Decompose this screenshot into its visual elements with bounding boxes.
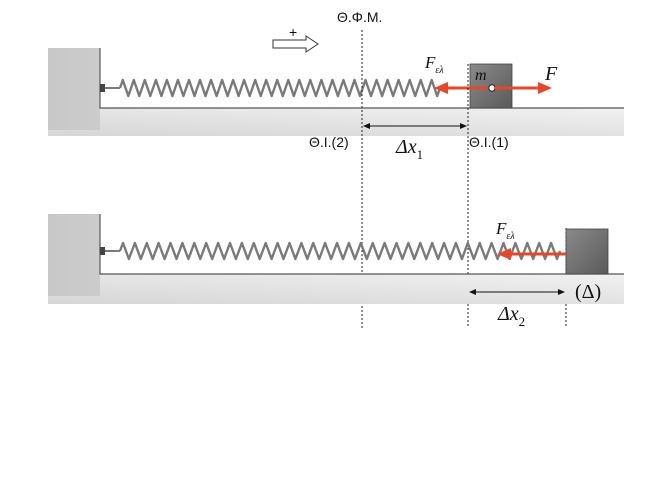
force-arrow-head xyxy=(538,82,552,94)
position-2-label: Θ.Ι.(2) xyxy=(309,134,349,150)
top-floor-surface xyxy=(48,108,624,136)
force-label: F xyxy=(544,63,558,85)
bottom-setup: Fελ xyxy=(48,214,624,304)
elastic-force-arrow-top-head xyxy=(434,82,448,94)
dx1-label: Δx1 xyxy=(395,136,423,162)
dx2-arrow-right xyxy=(558,289,565,295)
dx1-arrow-right xyxy=(460,123,467,129)
positive-direction-sign: + xyxy=(289,24,297,40)
bottom-block xyxy=(565,228,609,275)
delta-label: (Δ) xyxy=(575,281,601,303)
bottom-wall-edge xyxy=(99,214,624,275)
mass-label: m xyxy=(475,67,487,84)
bottom-floor-surface xyxy=(48,274,624,304)
bottom-spring-mount xyxy=(100,247,105,255)
top-spring xyxy=(118,78,442,98)
positive-direction-arrow xyxy=(272,35,319,53)
bottom-spring xyxy=(118,241,562,261)
top-spring-mount xyxy=(100,84,105,92)
elastic-force-label-bottom: Fελ xyxy=(495,219,515,242)
position-1-label: Θ.Ι.(1) xyxy=(469,134,509,150)
elastic-force-arrow-bottom-head xyxy=(497,248,511,260)
top-wall-edge xyxy=(99,48,624,109)
equilibrium-label: Θ.Φ.Μ. xyxy=(337,9,382,25)
dx2-arrow-left xyxy=(469,289,476,295)
dx2-label: Δx2 xyxy=(497,303,525,329)
dx1-arrow-left xyxy=(363,123,370,129)
elastic-force-label-top: Fελ xyxy=(424,53,444,76)
top-setup: m F Fελ xyxy=(48,48,624,136)
